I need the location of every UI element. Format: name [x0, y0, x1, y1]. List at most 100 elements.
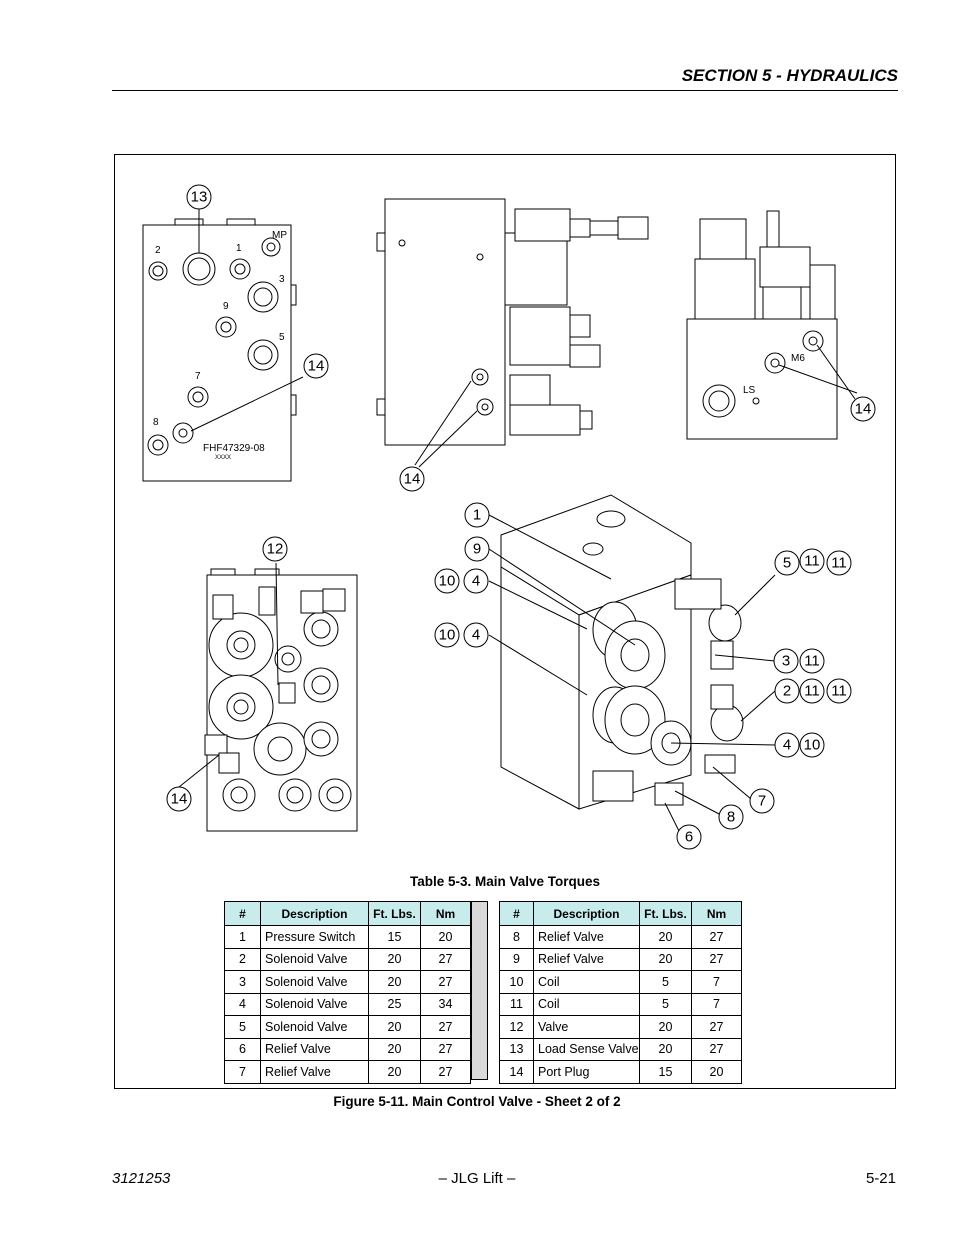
cell-description: Relief Valve — [260, 1037, 369, 1061]
svg-text:7: 7 — [758, 793, 766, 810]
cell-nm: 27 — [691, 925, 742, 949]
port-label-m6: M6 — [791, 353, 805, 364]
cell-nm: 27 — [420, 947, 471, 971]
cell-number: 11 — [499, 992, 534, 1016]
port-label-9: 9 — [223, 301, 229, 312]
port-label-2: 2 — [155, 245, 161, 256]
isometric-view — [500, 494, 744, 810]
callout-12: 12 — [262, 536, 288, 562]
svg-text:4: 4 — [472, 627, 480, 644]
port-label-8: 8 — [153, 417, 159, 428]
callout-10a: 10 — [434, 568, 460, 594]
table-header-row: # Description Ft. Lbs. Nm — [499, 901, 742, 926]
callout-11a: 11 — [799, 548, 825, 574]
callout-13: 13 — [186, 184, 212, 210]
svg-text:14: 14 — [855, 401, 872, 418]
cell-nm: 27 — [691, 1037, 742, 1061]
cell-number: 6 — [224, 1037, 261, 1061]
cell-nm: 27 — [420, 1015, 471, 1039]
col-header-nm: Nm — [691, 901, 742, 926]
port-label-5: 5 — [279, 332, 285, 343]
callout-7: 7 — [749, 788, 775, 814]
cell-description: Solenoid Valve — [260, 970, 369, 994]
section-title: SECTION 5 - HYDRAULICS — [681, 66, 898, 85]
svg-text:3: 3 — [782, 653, 790, 670]
cell-description: Valve — [533, 1015, 640, 1039]
cell-ftlbs: 20 — [368, 970, 421, 994]
cell-ftlbs: 20 — [368, 1060, 421, 1084]
callout-3: 3 — [773, 648, 799, 674]
cell-nm: 27 — [691, 1015, 742, 1039]
svg-text:14: 14 — [171, 791, 188, 808]
cell-ftlbs: 20 — [639, 1015, 692, 1039]
svg-text:11: 11 — [804, 683, 820, 700]
callout-14a: 14 — [303, 353, 329, 379]
col-header-number: # — [224, 901, 261, 926]
callout-11e: 11 — [826, 678, 852, 704]
cell-ftlbs: 20 — [368, 1037, 421, 1061]
callout-1: 1 — [464, 502, 490, 528]
callout-10b: 10 — [434, 622, 460, 648]
svg-text:6: 6 — [685, 829, 693, 846]
callout-4a: 4 — [463, 568, 489, 594]
callout-4b: 4 — [463, 622, 489, 648]
cell-nm: 27 — [420, 970, 471, 994]
callout-4c: 4 — [774, 732, 800, 758]
cell-number: 4 — [224, 992, 261, 1016]
cell-number: 12 — [499, 1015, 534, 1039]
svg-text:10: 10 — [804, 737, 821, 754]
callout-5: 5 — [774, 550, 800, 576]
callout-9: 9 — [464, 536, 490, 562]
port-label-ls: LS — [743, 385, 756, 396]
cell-description: Relief Valve — [260, 1060, 369, 1084]
cell-nm: 27 — [691, 947, 742, 971]
svg-text:8: 8 — [727, 809, 735, 826]
svg-text:4: 4 — [783, 737, 791, 754]
col-header-number: # — [499, 901, 534, 926]
col-header-ftlbs: Ft. Lbs. — [639, 901, 692, 926]
cell-description: Coil — [533, 992, 640, 1016]
svg-text:9: 9 — [473, 541, 481, 558]
leader-lines — [178, 209, 858, 836]
valve-illustration: 2 1 MP 3 9 5 7 8 FHF47329-08 XXXX — [142, 184, 876, 850]
port-label-3: 3 — [279, 274, 285, 285]
cell-number: 8 — [499, 925, 534, 949]
cell-number: 9 — [499, 947, 534, 971]
svg-text:11: 11 — [804, 553, 820, 570]
cell-ftlbs: 20 — [639, 947, 692, 971]
svg-text:12: 12 — [267, 541, 284, 558]
svg-text:11: 11 — [804, 653, 820, 670]
svg-text:2: 2 — [783, 683, 791, 700]
cell-description: Relief Valve — [533, 947, 640, 971]
cell-number: 14 — [499, 1060, 534, 1084]
cell-description: Load Sense Valve — [533, 1037, 640, 1061]
port-label-7: 7 — [195, 371, 201, 382]
cell-ftlbs: 15 — [639, 1060, 692, 1084]
callout-10c: 10 — [799, 732, 825, 758]
figure-caption: Figure 5-11. Main Control Valve - Sheet … — [333, 1094, 621, 1109]
svg-text:13: 13 — [191, 189, 208, 206]
col-header-description: Description — [533, 901, 640, 926]
svg-text:14: 14 — [308, 358, 325, 375]
cell-number: 10 — [499, 970, 534, 994]
cell-description: Coil — [533, 970, 640, 994]
cell-number: 13 — [499, 1037, 534, 1061]
callout-14c: 14 — [850, 396, 876, 422]
cell-description: Solenoid Valve — [260, 992, 369, 1016]
cell-nm: 27 — [420, 1060, 471, 1084]
top-view: M6 LS — [686, 210, 838, 440]
svg-text:5: 5 — [783, 555, 791, 572]
table-divider — [471, 901, 488, 1080]
callout-8: 8 — [718, 804, 744, 830]
